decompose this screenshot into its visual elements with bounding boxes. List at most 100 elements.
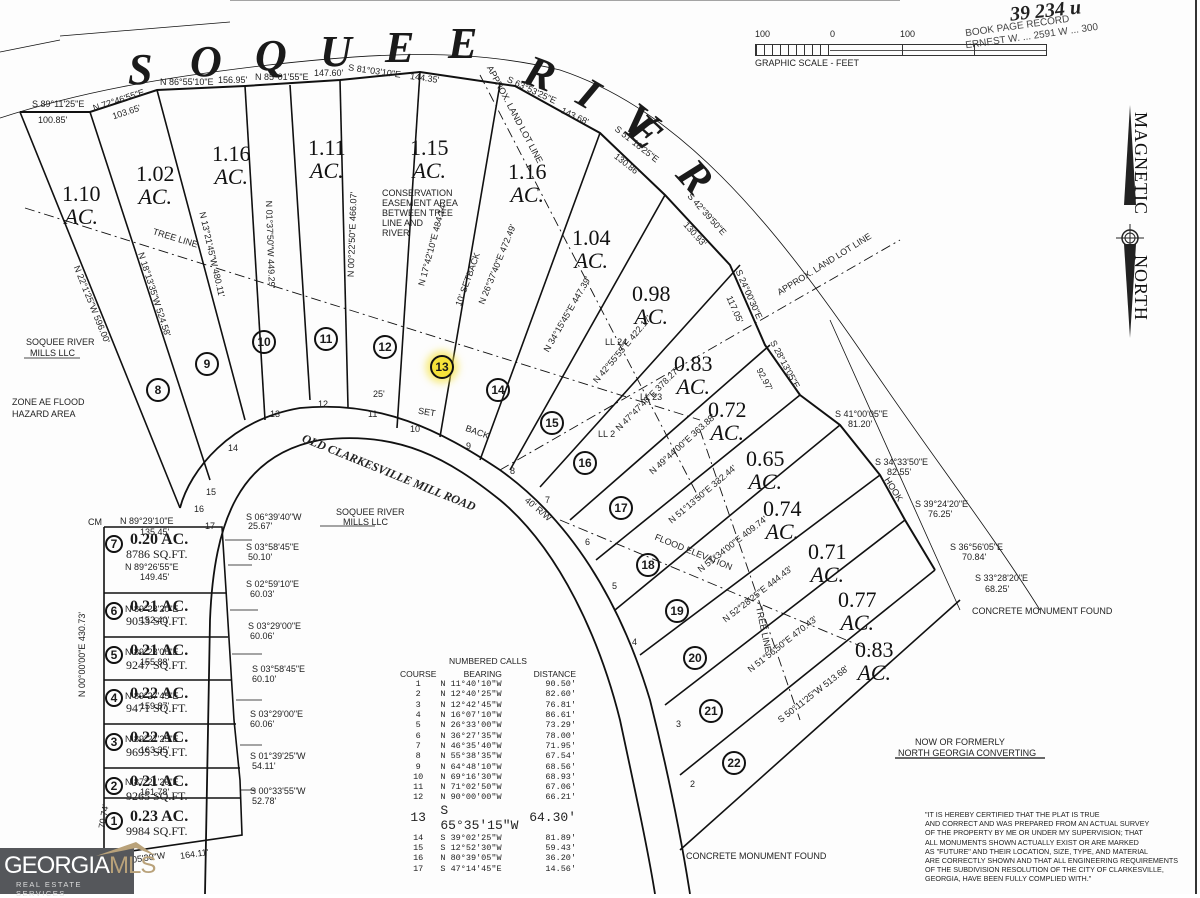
lot-number[interactable]: 10 xyxy=(252,330,276,354)
lot-number[interactable]: 22 xyxy=(722,751,746,775)
lot-number[interactable]: 8 xyxy=(146,378,170,402)
course-number: 12 xyxy=(318,399,329,409)
lot-sqft: 9471 SQ.FT. xyxy=(126,701,188,715)
boundary-distance: 156.95' xyxy=(218,75,248,85)
road-distance: 60.06' xyxy=(250,631,275,641)
lot-number[interactable]: 15 xyxy=(540,411,564,435)
lot-number[interactable]: 11 xyxy=(314,327,338,351)
flood-zone-line1: ZONE AE FLOOD xyxy=(12,397,85,407)
lot-acreage: 0.21 AC. xyxy=(130,598,189,615)
boundary-bearing: S 89°11'25"E xyxy=(32,99,85,109)
scale-bar xyxy=(755,44,1047,56)
roof-logo-icon xyxy=(96,842,156,856)
cm-label: CM xyxy=(88,517,102,527)
lot-top-distance: 163.35' xyxy=(140,745,170,755)
river-letter: S xyxy=(128,45,153,94)
course-number: 7 xyxy=(545,495,551,505)
boundary-distance: 147.60' xyxy=(314,68,344,78)
monument-label: CONCRETE MONUMENT FOUND xyxy=(972,606,1113,616)
lot-top-bearing: N 89°28'00"E xyxy=(125,647,179,657)
road-bearing: S 03°58'45"E xyxy=(246,542,300,552)
lot-number[interactable]: 21 xyxy=(699,699,723,723)
river-letter: Q xyxy=(255,31,287,80)
lot-sqft: 9053 SQ.FT. xyxy=(126,614,188,628)
boundary-distance: 100.85' xyxy=(38,115,68,125)
road-distance: 60.03' xyxy=(250,589,275,599)
lot-number[interactable]: 17 xyxy=(609,496,633,520)
boundary-bearing: N 86°55'10"E xyxy=(160,77,214,87)
course-number: 10 xyxy=(410,424,421,434)
course-number: 4 xyxy=(632,637,638,647)
road-bearing: S 02°59'10"E xyxy=(246,579,300,589)
road-distance: 50.10' xyxy=(248,552,273,562)
course-number: 14 xyxy=(228,443,239,453)
lot-top-bearing: N 89°26'55"E xyxy=(125,562,179,572)
course-number: 15 xyxy=(206,487,217,497)
road-bearing: S 03°58'45"E xyxy=(252,664,306,674)
lot-acreage: 0.23 AC. xyxy=(130,808,189,825)
owner-south-line1: NOW OR FORMERLY xyxy=(915,737,1005,747)
road-distance: 60.06' xyxy=(250,719,275,729)
lot-top-distance: 159.87' xyxy=(140,701,170,711)
scale-tick: 100 xyxy=(755,29,771,39)
mls-brand: GEORGIAMLS xyxy=(4,852,156,879)
lot-number[interactable]: 9 xyxy=(195,352,219,376)
lot-number[interactable]: 14 xyxy=(486,378,510,402)
river-letter: U xyxy=(320,27,352,76)
lot-number: 1 xyxy=(105,812,123,830)
north-label-bottom: NORTH xyxy=(1131,255,1151,321)
column-header: BEARING xyxy=(463,669,502,679)
ll-24: LL 24 xyxy=(605,337,628,347)
lot-number[interactable]: 12 xyxy=(373,335,397,359)
scale-label: GRAPHIC SCALE - FEET xyxy=(755,58,860,68)
boundary-bearing: N 85°01'55"E xyxy=(255,72,309,82)
river-letter: O xyxy=(190,37,222,86)
course-number: 2 xyxy=(690,779,696,789)
course-number: 6 xyxy=(585,537,591,547)
lot-sqft: 9695 SQ.FT. xyxy=(126,745,188,759)
course-number: 9 xyxy=(466,441,472,451)
conservation-easement-note: CONSERVATION EASEMENT AREA BETWEEN TREE … xyxy=(382,188,458,238)
road-distance: 52.78' xyxy=(252,796,277,806)
boundary-bearing: S 33°28'20"E xyxy=(975,573,1029,583)
lot-number[interactable]: 20 xyxy=(683,646,707,670)
lot-number: 6 xyxy=(105,602,123,620)
lot-top-bearing: N 87°21'20"E xyxy=(125,777,179,787)
owner-center-line2: MILLS LLC xyxy=(343,517,389,527)
owner-south-line2: NORTH GEORGIA CONVERTING xyxy=(898,748,1037,758)
lot-top-distance: 135.45' xyxy=(140,527,170,537)
column-header: DISTANCE xyxy=(533,669,576,679)
lot-top-distance: 155.88' xyxy=(140,657,170,667)
boundary-distance: 68.25' xyxy=(985,584,1010,594)
boundary-bearing: S 36°56'05"E xyxy=(950,542,1004,552)
lot-number[interactable]: 18 xyxy=(636,553,660,577)
owner-west-line1: SOQUEE RIVER xyxy=(26,337,95,347)
lot-number[interactable]: 16 xyxy=(573,451,597,475)
lot-number-highlighted[interactable]: 13 xyxy=(430,355,454,379)
column-header: COURSE xyxy=(400,669,437,679)
lot-top-distance: 149.45' xyxy=(140,572,170,582)
course-number: 3 xyxy=(676,719,682,729)
road-distance: 25.67' xyxy=(248,521,273,531)
boundary-distance: 82.55' xyxy=(887,467,912,477)
lot-number[interactable]: 19 xyxy=(665,599,689,623)
